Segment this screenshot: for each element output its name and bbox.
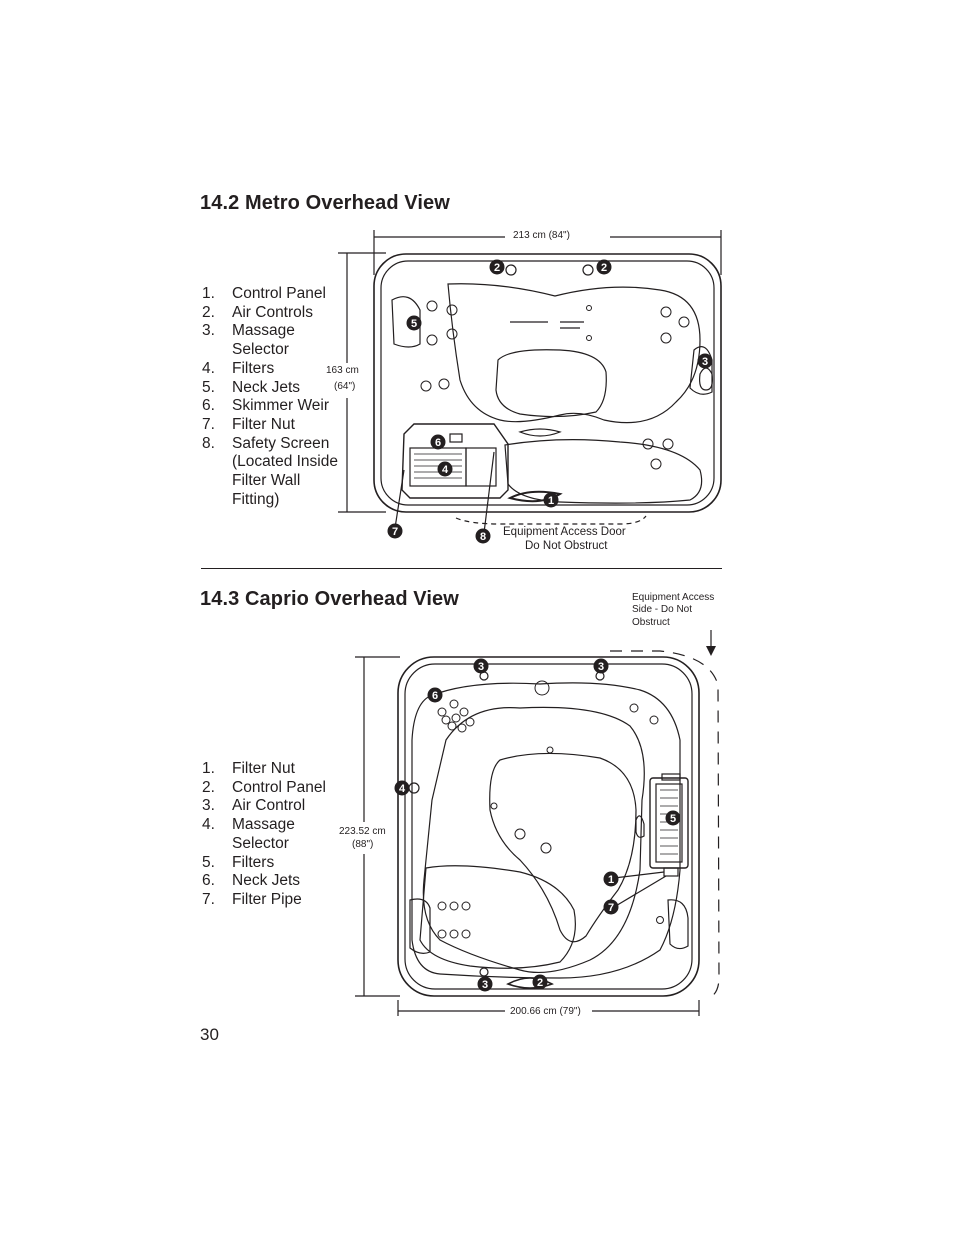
caprio-diagram: [355, 630, 720, 1016]
metro-diagram: [338, 230, 722, 534]
svg-text:1: 1: [608, 874, 614, 886]
svg-text:1: 1: [548, 495, 554, 507]
svg-text:2: 2: [601, 262, 607, 274]
legend-item: 2.Control Panel: [202, 778, 326, 796]
section-divider: [201, 568, 722, 569]
legend-item: 3.Air Control: [202, 797, 306, 815]
caprio-width-label: 200.66 cm (79"): [510, 1006, 581, 1017]
callout-badge: 4: [437, 461, 453, 477]
svg-text:3: 3: [702, 356, 708, 368]
callout-badge: 2: [489, 259, 505, 275]
legend-item: 5.Filters: [202, 853, 275, 871]
svg-text:6: 6: [432, 690, 438, 702]
callout-badge: 8: [475, 528, 491, 544]
legend-item: 4.Filters: [202, 359, 275, 377]
svg-text:5: 5: [670, 813, 676, 825]
metro-height-label-cm: 163 cm: [326, 365, 359, 376]
svg-text:7: 7: [392, 526, 398, 538]
callout-badge: 5: [665, 810, 681, 826]
caprio-access-note-1: Equipment Access: [632, 592, 715, 603]
caprio-legend: 1.Filter Nut 2.Control Panel 3.Air Contr…: [202, 760, 342, 910]
legend-item: 6.Skimmer Weir: [202, 397, 330, 415]
metro-title: 14.2 Metro Overhead View: [200, 192, 450, 214]
callout-badge: 7: [603, 899, 619, 915]
legend-item: 8.Safety Screen (Located Inside Filter W…: [202, 434, 338, 508]
svg-text:8: 8: [480, 531, 486, 543]
legend-item: 6.Neck Jets: [202, 872, 301, 890]
metro-access-note-2: Do Not Obstruct: [525, 540, 608, 552]
callout-badge: 4: [394, 780, 410, 796]
callout-badge: 3: [697, 353, 713, 369]
callout-badge: 2: [596, 259, 612, 275]
legend-item: 5.Neck Jets: [202, 378, 301, 396]
callout-badge: 6: [430, 434, 446, 450]
svg-text:3: 3: [478, 661, 484, 673]
callout-badge: 6: [427, 687, 443, 703]
legend-item: 2.Air Controls: [202, 303, 313, 321]
caprio-access-note-2: Side - Do Not: [632, 604, 693, 615]
svg-text:5: 5: [411, 318, 417, 330]
caprio-title: 14.3 Caprio Overhead View: [200, 588, 459, 610]
callout-badge: 2: [532, 974, 548, 990]
svg-text:4: 4: [442, 464, 449, 476]
callout-badge: 7: [387, 523, 403, 539]
callout-badge: 1: [543, 492, 559, 508]
metro-legend: 1.Control Panel 2.Air Controls 3.Massage…: [202, 285, 342, 509]
svg-text:7: 7: [608, 902, 614, 914]
legend-item: 1.Filter Nut: [202, 760, 295, 777]
callout-badge: 3: [473, 658, 489, 674]
legend-item: 7.Filter Pipe: [202, 890, 302, 908]
metro-height-label-in: (64"): [334, 381, 356, 392]
legend-item: 3.Massage Selector: [202, 322, 295, 359]
svg-text:2: 2: [537, 977, 543, 989]
callout-badge: 3: [477, 976, 493, 992]
metro-width-label: 213 cm (84"): [513, 230, 570, 241]
metro-access-note-1: Equipment Access Door: [503, 526, 626, 538]
legend-item: 7.Filter Nut: [202, 415, 295, 433]
svg-text:6: 6: [435, 437, 441, 449]
caprio-access-note-3: Obstruct: [632, 617, 670, 628]
page-number: 30: [200, 1025, 219, 1044]
svg-text:3: 3: [598, 661, 604, 673]
caprio-height-label-in: (88"): [352, 839, 374, 850]
caprio-height-label-cm: 223.52 cm: [339, 826, 386, 837]
svg-text:2: 2: [494, 262, 500, 274]
legend-item: 1.Control Panel: [202, 285, 326, 302]
legend-item: 4.Massage Selector: [202, 816, 295, 852]
callout-badge: 5: [406, 315, 422, 331]
callout-badge: 1: [603, 871, 619, 887]
svg-text:4: 4: [399, 783, 406, 795]
svg-text:3: 3: [482, 979, 488, 991]
callout-badge: 3: [593, 658, 609, 674]
